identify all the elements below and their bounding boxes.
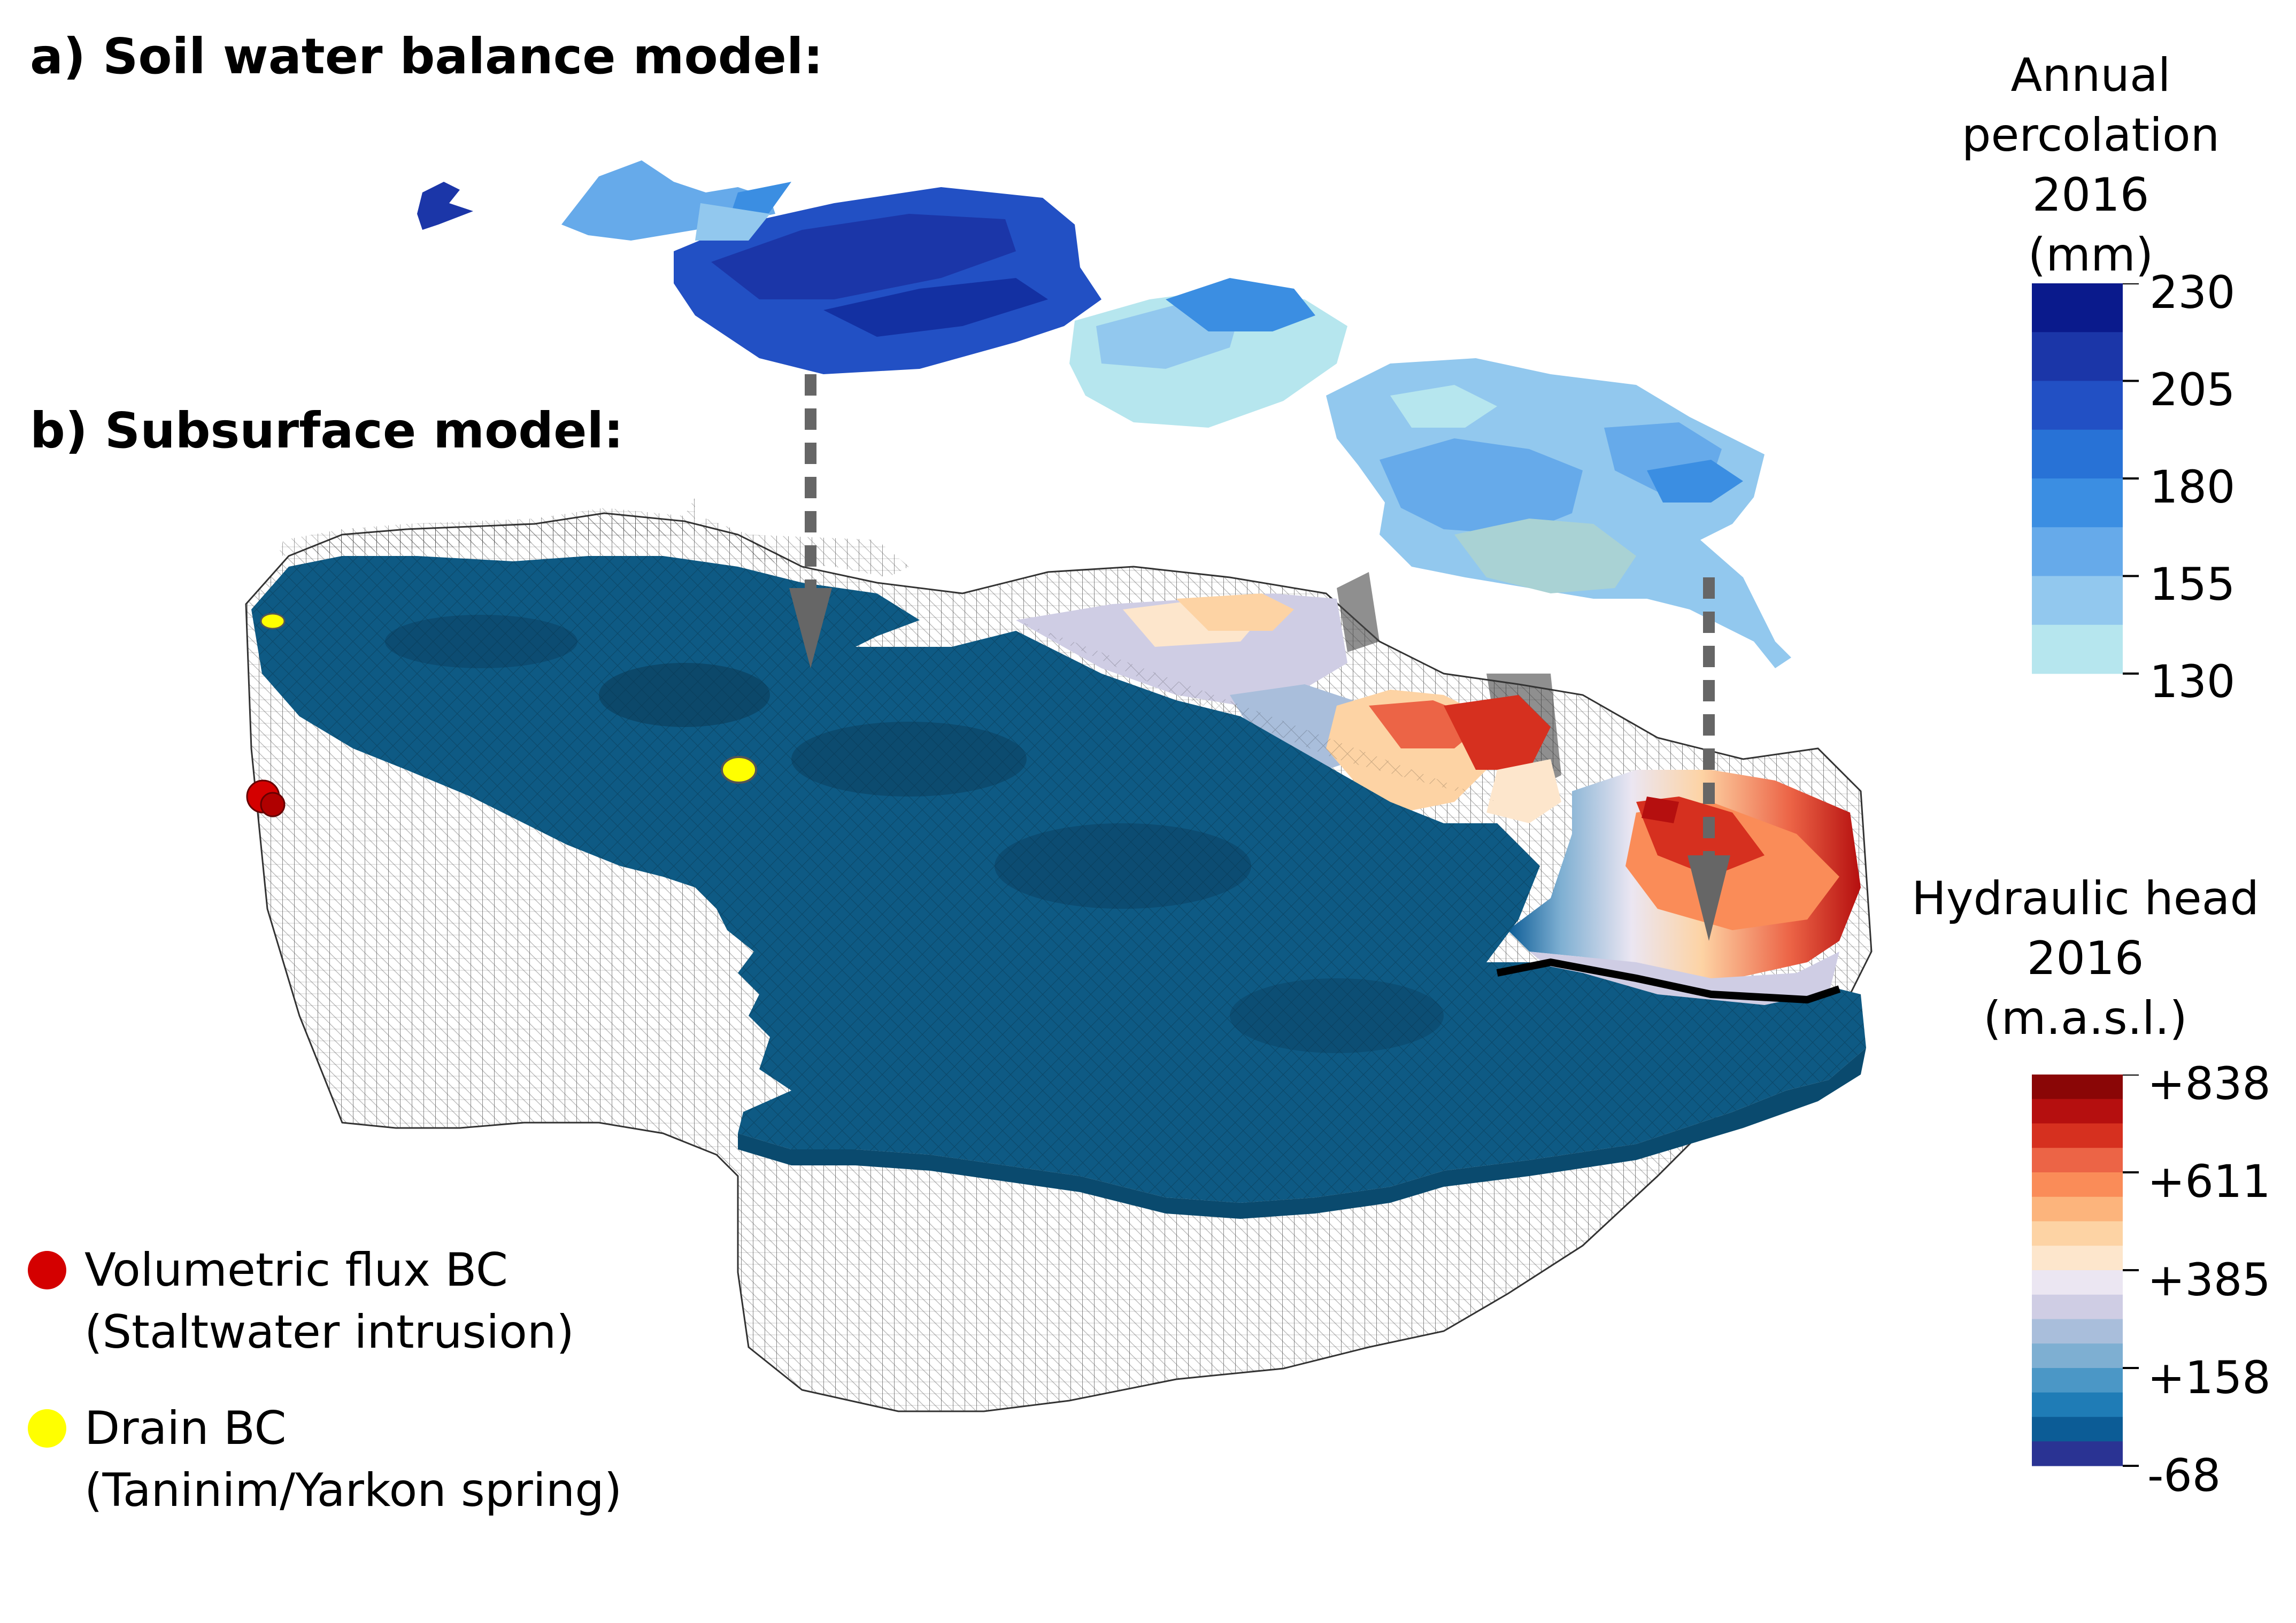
percolation-colorbar — [2032, 283, 2139, 675]
head-title-line-2: 2016 — [2027, 932, 2144, 985]
recharge-arrows — [789, 374, 1730, 941]
head-tick-385: +385 — [2147, 1254, 2271, 1306]
colorbar-swatch — [2032, 1099, 2123, 1124]
percolation-title-line-1: Annual — [2010, 49, 2171, 102]
boundary-markers — [246, 613, 757, 817]
colorbar-swatch — [2032, 429, 2123, 479]
percolation-tick-130: 130 — [2149, 655, 2236, 708]
head-tick-minus-68: -68 — [2147, 1449, 2221, 1502]
head-tick-838: +838 — [2147, 1057, 2271, 1110]
colorbar-swatch — [2032, 1270, 2123, 1295]
colorbar-swatch — [2032, 1246, 2123, 1271]
colorbar-swatch — [2032, 478, 2123, 528]
head-legend-title: Hydraulic head 2016 (m.a.s.l.) — [1882, 869, 2289, 1048]
percolation-title-line-4: (mm) — [2028, 228, 2154, 282]
colorbar-swatch — [2032, 1319, 2123, 1344]
volumetric-flux-line-2: (Staltwater intrusion) — [84, 1305, 574, 1359]
percolation-tick-205: 205 — [2149, 364, 2236, 416]
colorbar-swatch — [2032, 332, 2123, 381]
colorbar-swatch — [2032, 1196, 2123, 1222]
drain-marker — [721, 756, 757, 784]
head-colorbar — [2032, 1075, 2139, 1467]
drain-label: Drain BC (Taninim/Yarkon spring) — [84, 1397, 622, 1521]
colorbar-swatch — [2032, 1294, 2123, 1319]
percolation-title-line-2: percolation — [1961, 109, 2220, 162]
drain-line-1: Drain BC — [84, 1402, 287, 1455]
colorbar-swatch — [2032, 576, 2123, 625]
colorbar-swatch — [2032, 527, 2123, 576]
volumetric-flux-label: Volumetric flux BC (Staltwater intrusion… — [84, 1239, 574, 1363]
hydraulic-head-surface — [1016, 593, 1861, 1016]
colorbar-swatch — [2032, 1123, 2123, 1148]
colorbar-swatch — [2032, 283, 2123, 333]
heading-subsurface-model: b) Subsurface model: — [30, 402, 623, 459]
head-tick-158: +158 — [2147, 1351, 2271, 1404]
colorbar-swatch — [2032, 1221, 2123, 1246]
drain-dot — [28, 1409, 66, 1448]
colorbar-swatch — [2032, 1368, 2123, 1393]
colorbar-swatch — [2032, 1172, 2123, 1197]
colorbar-swatch — [2032, 1343, 2123, 1369]
head-title-line-3: (m.a.s.l.) — [1983, 992, 2187, 1045]
percolation-tick-230: 230 — [2149, 266, 2236, 319]
colorbar-swatch — [2032, 1441, 2123, 1466]
colorbar-swatch — [2032, 1392, 2123, 1417]
colorbar-swatch — [2032, 1075, 2123, 1100]
colorbar-swatch — [2032, 1148, 2123, 1173]
head-tick-611: +611 — [2147, 1155, 2271, 1208]
soil-water-balance-surface — [417, 160, 1791, 668]
water-table-surface — [251, 556, 1866, 1219]
volumetric-flux-line-1: Volumetric flux BC — [84, 1243, 508, 1297]
head-title-line-1: Hydraulic head — [1912, 872, 2259, 925]
percolation-tick-180: 180 — [2149, 461, 2236, 513]
colorbar-swatch — [2032, 1417, 2123, 1442]
percolation-legend-title: Annual percolation 2016 (mm) — [1904, 45, 2278, 285]
colorbar-swatch — [2032, 381, 2123, 430]
drain-line-2: (Taninim/Yarkon spring) — [84, 1464, 622, 1517]
percolation-title-line-3: 2016 — [2032, 168, 2149, 222]
volumetric-flux-dot — [28, 1251, 66, 1289]
percolation-tick-155: 155 — [2149, 558, 2236, 610]
colorbar-swatch — [2032, 624, 2123, 674]
heading-soil-water-balance: a) Soil water balance model: — [30, 28, 823, 85]
